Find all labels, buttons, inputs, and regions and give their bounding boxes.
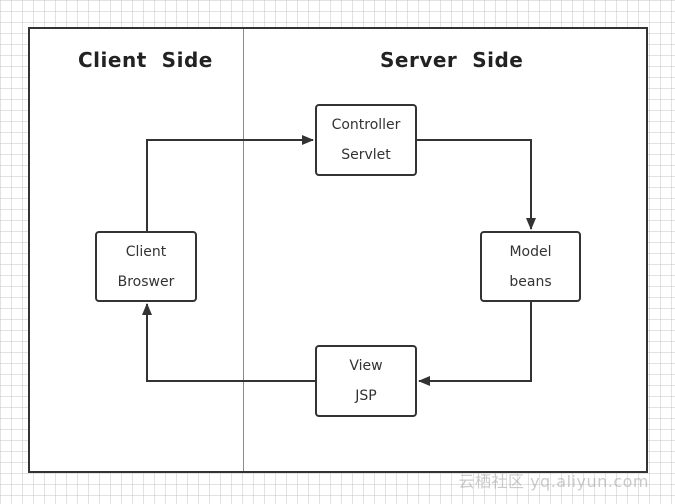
- servlet-label: Servlet: [341, 147, 391, 163]
- model-label: Model: [509, 243, 552, 260]
- client-side-heading: Client Side: [78, 48, 213, 72]
- browser-label: Broswer: [117, 273, 175, 290]
- view-label: View: [349, 358, 383, 374]
- view-jsp-node: View JSP: [315, 345, 417, 417]
- arrow-controller-to-model: [417, 139, 536, 230]
- model-beans-node: Model beans: [480, 231, 581, 302]
- beans-label: beans: [509, 273, 552, 290]
- jsp-label: JSP: [355, 388, 377, 404]
- arrow-model-to-view: [418, 302, 532, 386]
- arrow-client-to-controller: [146, 135, 314, 231]
- server-side-heading: Server Side: [380, 48, 524, 72]
- watermark: 云栖社区 yq.aliyun.com: [458, 472, 649, 491]
- client-server-divider: [243, 29, 244, 471]
- controller-label: Controller: [331, 117, 401, 133]
- client-label: Client: [125, 243, 167, 260]
- controller-servlet-node: Controller Servlet: [315, 104, 417, 176]
- client-browser-node: Client Broswer: [95, 231, 197, 302]
- arrow-view-to-client: [142, 303, 315, 382]
